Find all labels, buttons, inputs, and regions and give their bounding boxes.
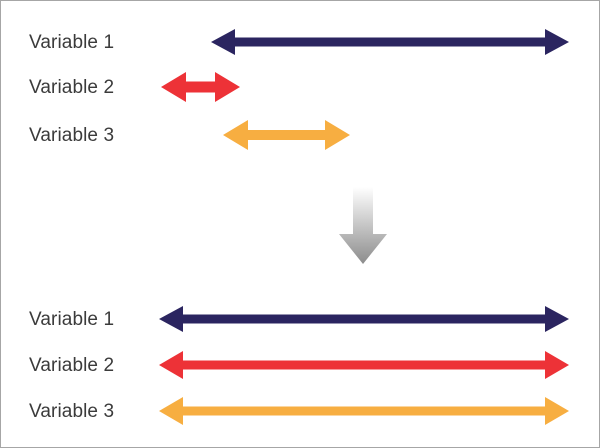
bottom-row-2-label: Variable 3 — [29, 401, 115, 422]
top-row-1-label: Variable 2 — [29, 77, 115, 98]
top-row-0-label: Variable 1 — [29, 32, 115, 53]
bottom-row-1-label: Variable 2 — [29, 355, 115, 376]
top-row-2-label: Variable 3 — [29, 125, 115, 146]
bottom-row-0-label: Variable 1 — [29, 309, 115, 330]
